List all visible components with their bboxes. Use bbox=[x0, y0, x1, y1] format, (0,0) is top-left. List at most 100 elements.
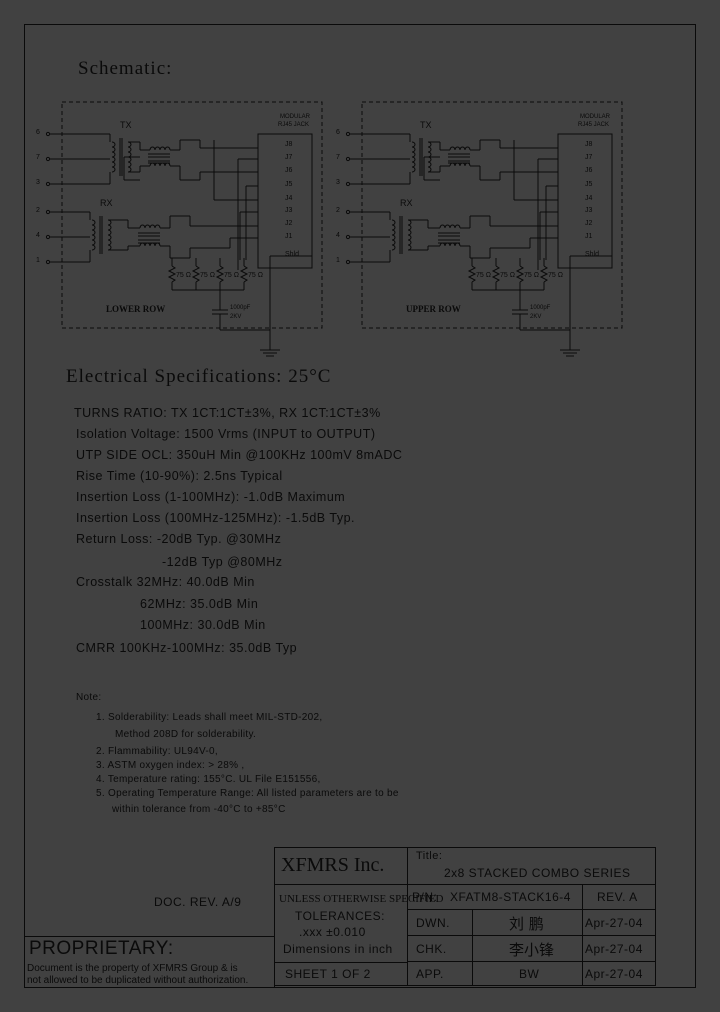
resistor-value: 75 Ω bbox=[500, 272, 515, 279]
resistor bbox=[191, 265, 201, 283]
note-2: 2. Flammability: UL94V-0, bbox=[96, 746, 218, 757]
tx-choke-coil bbox=[149, 146, 171, 151]
jack-pin-label: J7 bbox=[285, 154, 293, 161]
rx-choke-coil bbox=[139, 224, 161, 229]
row-label: LOWER ROW bbox=[106, 304, 166, 314]
chk-date-cell: Apr-27-04 bbox=[582, 935, 656, 962]
resistor bbox=[491, 265, 501, 283]
note-3: 3. ASTM oxygen index: > 28% , bbox=[96, 760, 245, 771]
electrical-specs-title: Electrical Specifications: 25°C bbox=[66, 366, 332, 387]
dwn-label: DWN. bbox=[416, 916, 450, 930]
pin-terminal bbox=[345, 209, 351, 215]
row-label: UPPER ROW bbox=[406, 304, 461, 314]
sheet-number: SHEET 1 OF 2 bbox=[285, 967, 371, 981]
capacitor-value: 1000pF bbox=[530, 305, 551, 311]
pin-terminal bbox=[345, 131, 351, 137]
spec-cmrr: CMRR 100KHz-100MHz: 35.0dB Typ bbox=[76, 641, 298, 655]
jack-pin-label: J1 bbox=[585, 233, 593, 240]
jack-pin-label: J7 bbox=[585, 154, 593, 161]
resistor-value: 75 Ω bbox=[548, 272, 563, 279]
tolerance-cell: UNLESS OTHERWISE SPECIFIED TOLERANCES: .… bbox=[274, 884, 443, 986]
tolerances-label: TOLERANCES: bbox=[295, 909, 385, 923]
sheet-cell: SHEET 1 OF 2 bbox=[274, 962, 408, 986]
rx-choke-coil bbox=[439, 224, 461, 229]
spec-rise-time: Rise Time (10-90%): 2.5ns Typical bbox=[76, 469, 283, 483]
resistor bbox=[515, 265, 525, 283]
dashed-outline bbox=[61, 101, 323, 329]
rx-label: RX bbox=[400, 198, 413, 208]
tx-primary-coil bbox=[411, 141, 416, 173]
jack-pin-label: Shld bbox=[585, 251, 600, 258]
pin-number: 6 bbox=[36, 129, 40, 136]
spec-crosstalk-3: 100MHz: 30.0dB Min bbox=[140, 618, 266, 632]
rx-secondary-coil bbox=[107, 219, 112, 251]
jack-pin-label: J4 bbox=[285, 195, 293, 202]
note-1-cont: Method 208D for solderability. bbox=[115, 729, 257, 740]
title-value: 2x8 STACKED COMBO SERIES bbox=[444, 866, 631, 880]
pin-number: 2 bbox=[336, 207, 340, 214]
title-label: Title: bbox=[416, 850, 443, 862]
pin-number: 6 bbox=[336, 129, 340, 136]
resistor-value: 75 Ω bbox=[224, 272, 239, 279]
rj45-jack-body bbox=[557, 133, 613, 269]
app-date-cell: Apr-27-04 bbox=[582, 961, 656, 986]
pin-terminal bbox=[45, 131, 51, 137]
jack-pin-label: J3 bbox=[285, 207, 293, 214]
spec-insertion-loss-2: Insertion Loss (100MHz-125MHz): -1.5dB T… bbox=[76, 511, 356, 525]
pin-terminal bbox=[45, 156, 51, 162]
dwn-date-cell: Apr-27-04 bbox=[582, 909, 656, 936]
jack-pin-label: J8 bbox=[285, 141, 293, 148]
pn-label: P/N: bbox=[412, 890, 438, 904]
rx-choke-coil bbox=[439, 242, 461, 247]
proprietary-line-2: not allowed to be duplicated without aut… bbox=[27, 975, 249, 986]
spec-insertion-loss-1: Insertion Loss (1-100MHz): -1.0dB Maximu… bbox=[76, 490, 346, 504]
dashed-outline bbox=[361, 101, 623, 329]
app-name-cell: BW bbox=[472, 961, 583, 986]
resistor bbox=[539, 265, 549, 283]
jack-pin-label: J5 bbox=[585, 181, 593, 188]
proprietary-line-1: Document is the property of XFMRS Group … bbox=[27, 963, 238, 974]
rx-primary-coil bbox=[91, 219, 96, 251]
chk-name: 李小锋 bbox=[509, 941, 555, 959]
resistor bbox=[239, 265, 249, 283]
jack-pin-label: J2 bbox=[285, 220, 293, 227]
dwn-name: 刘 鹏 bbox=[509, 915, 544, 933]
app-label-cell: APP. bbox=[407, 961, 473, 986]
drawing-frame bbox=[24, 24, 696, 988]
jack-pin-label: J2 bbox=[585, 220, 593, 227]
dwn-name-cell: 刘 鹏 bbox=[472, 909, 583, 936]
pin-terminal bbox=[45, 259, 51, 265]
schematic-title: Schematic: bbox=[78, 58, 173, 79]
rev-value: REV. A bbox=[597, 890, 638, 904]
pin-terminal bbox=[345, 156, 351, 162]
spec-turns-ratio: TURNS RATIO: TX 1CT:1CT±3%, RX 1CT:1CT±3… bbox=[74, 406, 381, 420]
schematic-lower-row bbox=[45, 101, 323, 357]
jack-header: MODULAR bbox=[580, 114, 611, 120]
pin-terminal bbox=[345, 259, 351, 265]
proprietary-title: PROPRIETARY: bbox=[29, 938, 174, 959]
rx-secondary-coil bbox=[407, 219, 412, 251]
jack-header: RJ45 JACK bbox=[578, 122, 610, 128]
pin-terminal bbox=[45, 209, 51, 215]
note-4: 4. Temperature rating: 155°C. UL File E1… bbox=[96, 774, 321, 785]
spec-return-loss-2: -12dB Typ @80MHz bbox=[162, 555, 283, 569]
pin-number: 7 bbox=[336, 154, 340, 161]
resistor bbox=[215, 265, 225, 283]
pin-terminal bbox=[345, 234, 351, 240]
pin-number: 3 bbox=[336, 179, 340, 186]
capacitor-value: 2KV bbox=[230, 314, 242, 320]
pin-number: 2 bbox=[36, 207, 40, 214]
rx-primary-coil bbox=[391, 219, 396, 251]
capacitor-value: 1000pF bbox=[230, 305, 251, 311]
spec-crosstalk-1: Crosstalk 32MHz: 40.0dB Min bbox=[76, 575, 255, 589]
jack-pin-label: J5 bbox=[285, 181, 293, 188]
dwn-label-cell: DWN. bbox=[407, 909, 473, 936]
pin-number: 4 bbox=[36, 232, 40, 239]
tx-choke-coil bbox=[149, 162, 171, 167]
rx-choke-coil bbox=[139, 242, 161, 247]
tx-label: TX bbox=[420, 120, 432, 130]
rj45-jack-body bbox=[257, 133, 313, 269]
pin-number: 1 bbox=[36, 257, 40, 264]
pin-terminal bbox=[45, 234, 51, 240]
jack-pin-label: J1 bbox=[285, 233, 293, 240]
